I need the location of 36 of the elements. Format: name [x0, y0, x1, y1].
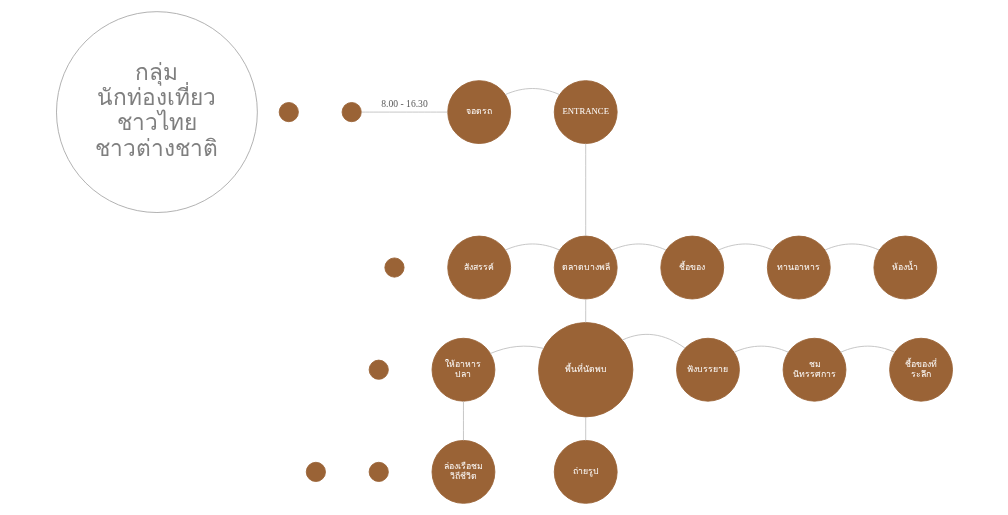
connector — [824, 243, 879, 251]
node-circle: ชม นิทรรศการ — [782, 337, 846, 402]
node-circle — [341, 102, 362, 123]
node-circle: ห้องน้ำ — [872, 235, 937, 300]
connector — [584, 143, 586, 237]
node-circle — [383, 257, 404, 278]
node-circle: ชื้อของที่ ระลึก — [888, 337, 953, 402]
node-circle: ถ่ายรูป — [553, 440, 618, 504]
connector — [462, 400, 464, 441]
connector — [733, 345, 789, 353]
node-circle: จอดรถ — [446, 80, 511, 144]
connector — [621, 333, 685, 349]
node-circle: ทานอาหาร — [766, 235, 831, 300]
node-circle: ตลาดบางพลี — [553, 235, 618, 300]
node-circle: กลุ่ม นักท่องเที่ยว ชาวไทย ชาวต่างชาติ — [55, 11, 258, 213]
node-circle — [368, 461, 389, 482]
node-circle: ENTRANCE — [553, 80, 618, 144]
connector — [504, 243, 560, 251]
edge-label: 8.00 - 16.30 — [380, 97, 428, 109]
node-circle: ฟังบรรยาย — [675, 337, 740, 402]
node-circle: ชื้อของ — [659, 235, 724, 300]
node-circle — [278, 102, 299, 123]
connector — [584, 416, 586, 441]
connector — [611, 243, 666, 251]
connector — [839, 345, 895, 353]
node-circle — [368, 359, 389, 380]
connector — [360, 111, 448, 113]
connector — [489, 345, 544, 354]
node-circle: พื้นที่นัดพบ — [537, 322, 633, 418]
connector — [504, 88, 560, 96]
connector — [717, 243, 773, 251]
node-circle: ให้อาหาร ปลา — [431, 337, 495, 402]
node-circle: ล่องเรือชม วิถีชีวิต — [431, 440, 495, 504]
connector — [584, 298, 586, 323]
node-circle: สังสรรค์ — [446, 235, 511, 300]
node-circle — [305, 461, 326, 482]
